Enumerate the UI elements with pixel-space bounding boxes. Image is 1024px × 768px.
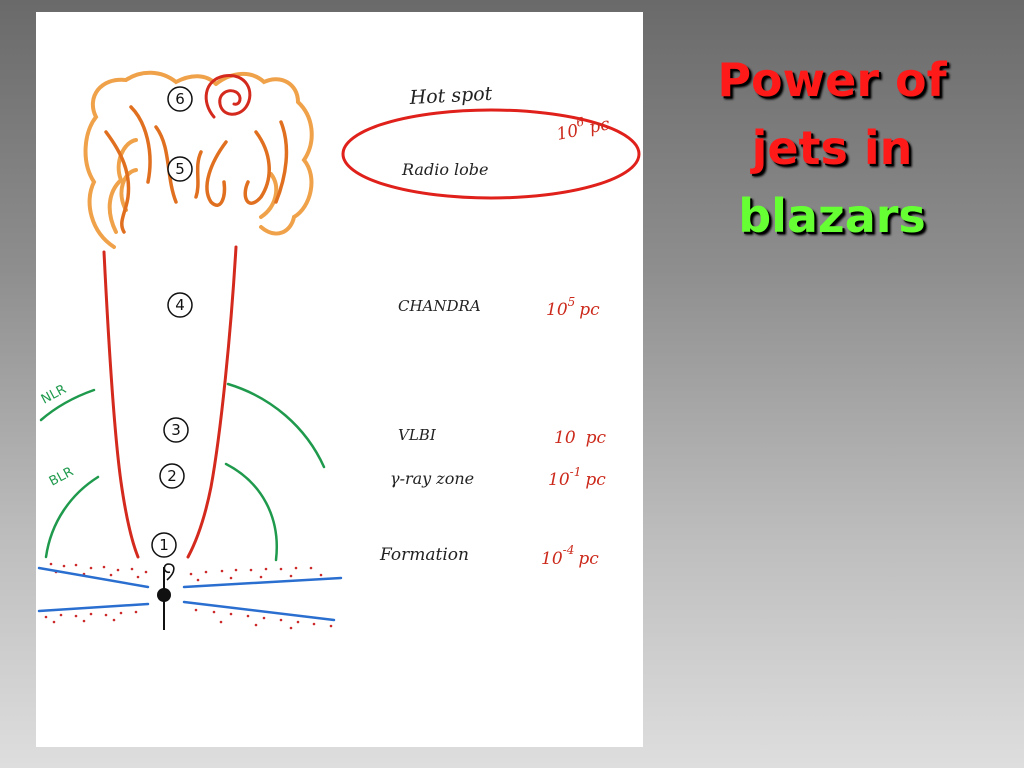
formation-distance-exp: -4: [563, 543, 575, 557]
lobe-distance-base: 10: [555, 121, 580, 145]
title-line-3: blazars: [738, 189, 926, 243]
vlbi-label: VLBI: [398, 426, 437, 444]
chandra-label: CHANDRA: [398, 297, 481, 315]
svg-text:6: 6: [175, 90, 185, 108]
formation-distance-base: 10: [541, 549, 563, 569]
nlr-arcs: [39, 382, 326, 469]
radio-lobes: [83, 70, 314, 249]
radio-lobe-label: Radio lobe: [401, 160, 489, 179]
vlbi-distance-base: 10: [554, 428, 576, 448]
svg-text:3: 3: [171, 421, 181, 439]
gamma-distance-unit: pc: [585, 470, 606, 490]
hot-spot-label: Hot spot: [408, 83, 493, 109]
blr-label: BLR: [47, 464, 76, 489]
gamma-distance-exp: -1: [570, 465, 582, 479]
chandra-distance-unit: pc: [579, 300, 600, 320]
gamma-zone-label: γ-ray zone: [390, 469, 474, 488]
marker-6: 6: [167, 86, 193, 112]
vlbi-distance-unit: pc: [586, 428, 607, 448]
lobe-distance-unit: pc: [587, 114, 612, 138]
formation-label: Formation: [379, 545, 469, 565]
accretion-disk: [37, 562, 343, 630]
marker-3: 3: [163, 417, 189, 443]
chandra-distance-base: 10: [546, 300, 568, 320]
svg-text:5: 5: [175, 160, 185, 178]
blr-arcs: [44, 462, 278, 562]
svg-text:1: 1: [159, 536, 169, 554]
svg-text:4: 4: [175, 296, 185, 314]
marker-2: 2: [159, 463, 185, 489]
lobe-distance-exp: 6: [575, 114, 586, 129]
marker-4: 4: [167, 292, 193, 318]
lobe-highlight-ellipse: [341, 108, 641, 200]
jet-diagram: NLR BLR: [37, 70, 641, 630]
chandra-distance-exp: 5: [568, 295, 576, 309]
vlbi-distance: 10 pc: [554, 428, 607, 448]
lobe-filaments: [104, 105, 289, 234]
formation-distance-unit: pc: [578, 549, 599, 569]
marker-5: 5: [167, 156, 193, 182]
slide-title: Power of jets in blazars: [662, 46, 1002, 250]
svg-text:2: 2: [167, 467, 177, 485]
title-line-2: jets in: [751, 121, 913, 175]
jet-cone: [102, 245, 238, 559]
gamma-distance-base: 10: [548, 470, 570, 490]
marker-1: 1: [151, 532, 177, 558]
black-hole: [157, 588, 171, 602]
title-line-1: Power of: [717, 53, 947, 107]
diagram-panel: NLR BLR: [36, 12, 643, 747]
hot-spot-spiral: [204, 74, 252, 119]
